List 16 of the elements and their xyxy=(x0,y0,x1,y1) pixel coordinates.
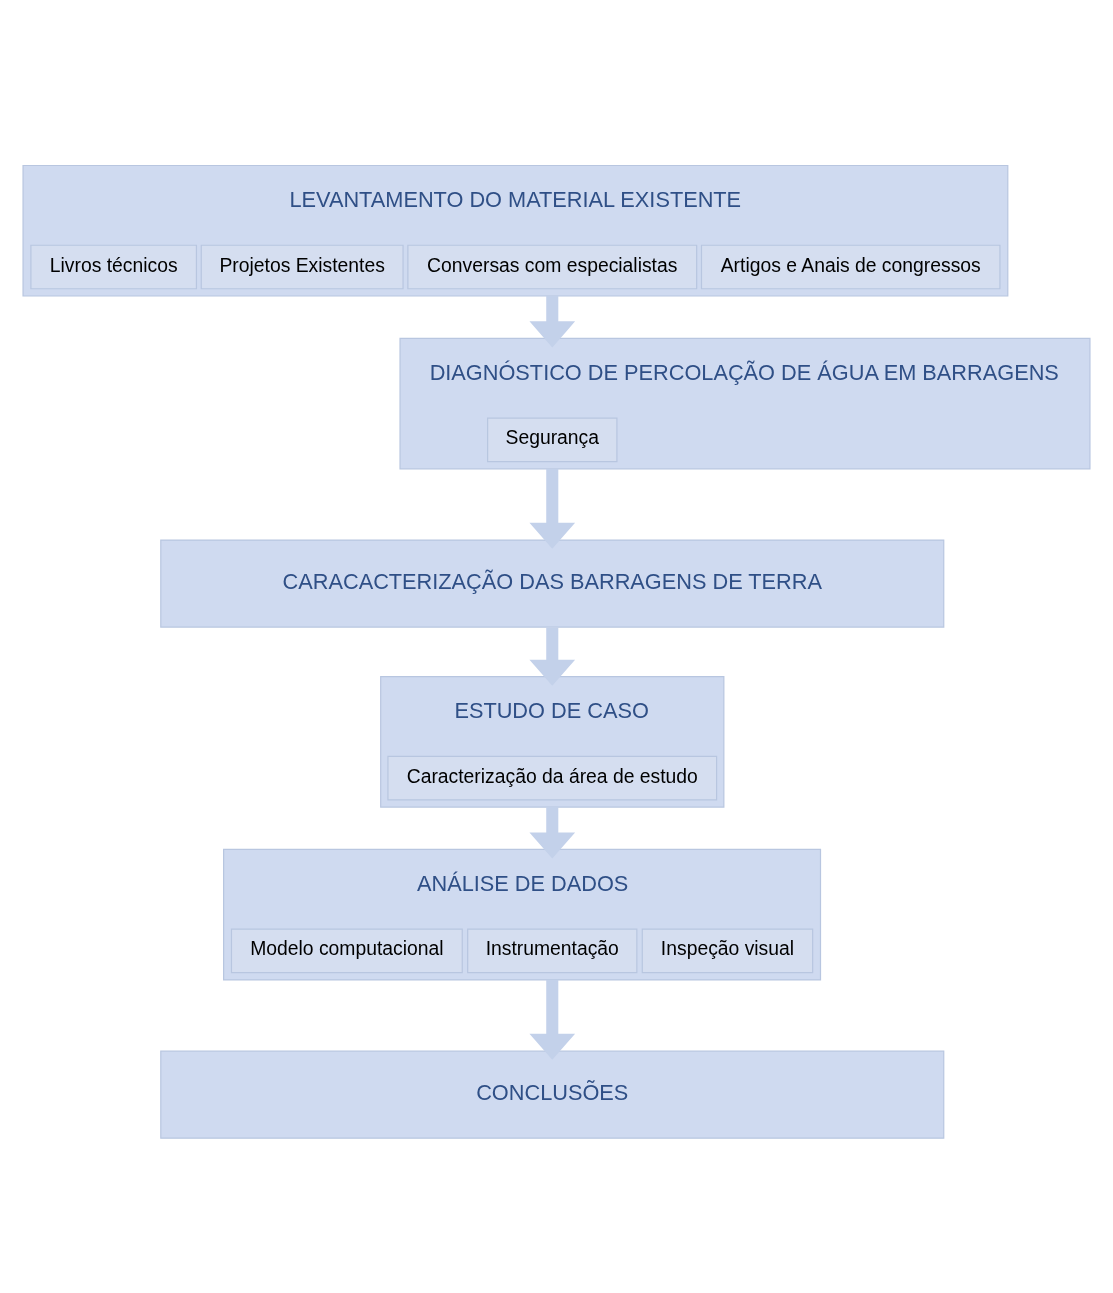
node-box: CARACACTERIZAÇÃO DAS BARRAGENS DE TERRA xyxy=(160,538,945,628)
node-box: Instrumentação xyxy=(467,928,638,973)
node-box: Artigos e Anais de congressos xyxy=(700,244,1001,289)
node-box: CONCLUSÕES xyxy=(160,1050,945,1139)
arrow xyxy=(529,468,576,549)
node-box: Conversas com especialistas xyxy=(407,244,698,289)
node-box: Projetos Existentes xyxy=(200,244,404,289)
arrow xyxy=(529,295,576,347)
arrow xyxy=(529,979,576,1060)
node-box: Modelo computacional xyxy=(230,928,463,973)
node-box: Inspeção visual xyxy=(641,928,814,973)
node-box: Segurança xyxy=(487,416,618,462)
node-box: Livros técnicos xyxy=(30,244,198,289)
arrow xyxy=(529,626,576,686)
node-box: Caracterização da área de estudo xyxy=(387,755,718,800)
arrow xyxy=(529,806,576,859)
